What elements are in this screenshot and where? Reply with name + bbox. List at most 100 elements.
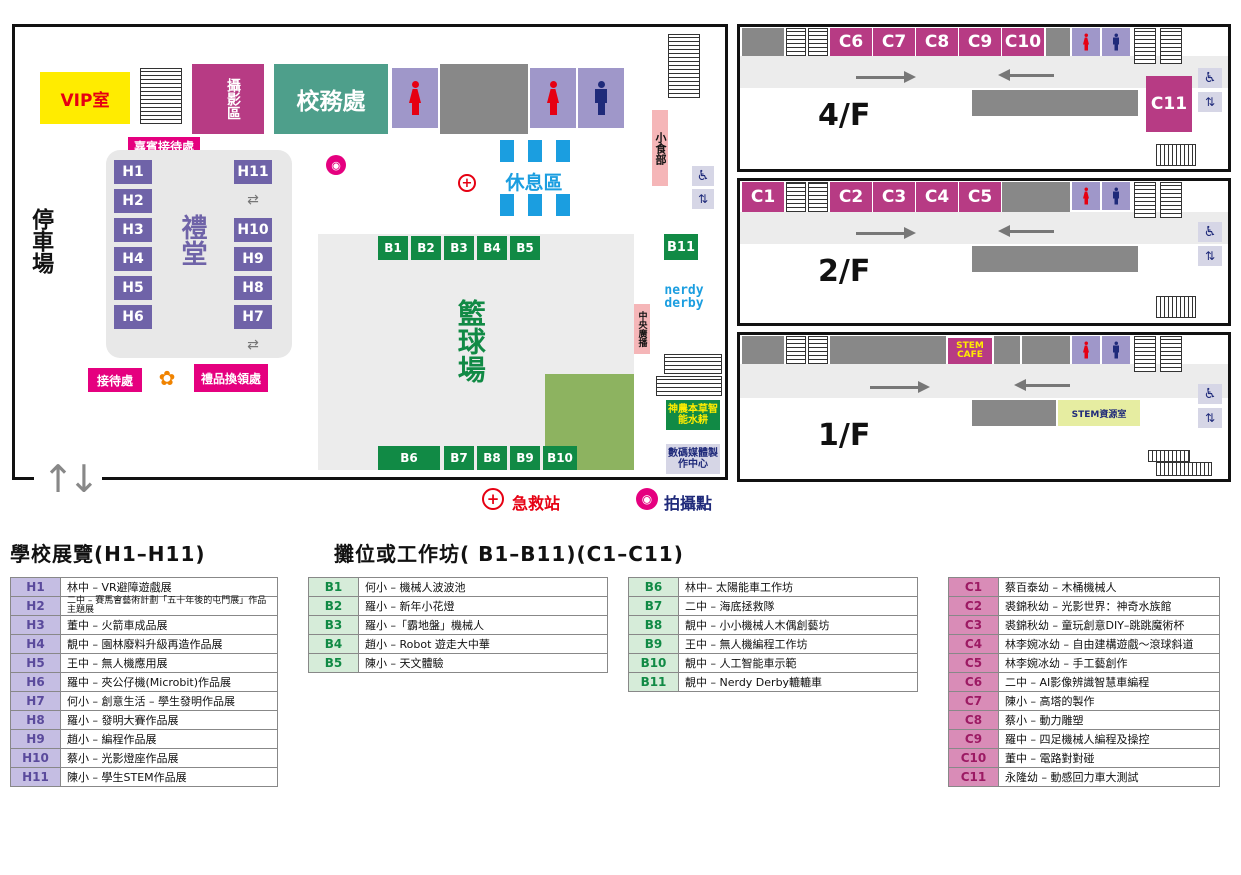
legend-code: C7	[948, 691, 999, 711]
booth-c4[interactable]: C4	[916, 182, 958, 212]
swap-arrow-icon: ⇄	[247, 337, 259, 353]
legend-code: H6	[10, 672, 61, 692]
booth-c7[interactable]: C7	[873, 28, 915, 56]
staircase	[1148, 450, 1190, 462]
elevator-icon: ⇅	[692, 189, 714, 209]
legend-code: H8	[10, 710, 61, 730]
staircase	[1156, 144, 1196, 166]
h-section-title: 學校展覽(H1–H11)	[10, 542, 206, 566]
booth-c10[interactable]: C10	[1002, 28, 1044, 56]
legend-code: B7	[628, 596, 679, 616]
legend-description: 靚中 – 人工智能車示範	[678, 653, 918, 673]
elevator-icon: ⇅	[1198, 408, 1222, 428]
legend-code: B10	[628, 653, 679, 673]
legend-description: 羅小 –「霸地盤」機械人	[358, 615, 608, 635]
swap-arrow-icon: ⇄	[247, 192, 259, 208]
legend-description: 林中 – VR避障遊戲展	[60, 577, 278, 597]
room-block	[994, 336, 1020, 364]
legend-code: H7	[10, 691, 61, 711]
rest-area-label: 休息區	[486, 168, 582, 194]
booth-h11[interactable]: H11	[234, 160, 272, 184]
legend-description: 二中 – AI影像辨識智慧車編程	[998, 672, 1220, 692]
booth-c9[interactable]: C9	[959, 28, 1001, 56]
booth-h9[interactable]: H9	[234, 247, 272, 271]
stem-resource-room[interactable]: STEM資源室	[1058, 400, 1140, 426]
legend-code: H1	[10, 577, 61, 597]
booth-b7[interactable]: B7	[444, 446, 474, 470]
booth-h7[interactable]: H7	[234, 305, 272, 329]
booth-b4[interactable]: B4	[477, 236, 507, 260]
first-aid-legend-label: 急救站	[512, 494, 561, 513]
booth-c5[interactable]: C5	[959, 182, 1001, 212]
booth-h5[interactable]: H5	[114, 276, 152, 300]
stem-cafe[interactable]: STEM CAFE	[948, 338, 992, 364]
booth-h3[interactable]: H3	[114, 218, 152, 242]
booth-h10[interactable]: H10	[234, 218, 272, 242]
legend-description: 陳小 – 天文體驗	[358, 653, 608, 673]
staircase	[1156, 296, 1196, 318]
booth-b3[interactable]: B3	[444, 236, 474, 260]
booth-b11[interactable]: B11	[664, 234, 698, 260]
camera-icon: ◉	[326, 155, 346, 175]
direction-arrow-left	[998, 225, 1054, 237]
booth-h4[interactable]: H4	[114, 247, 152, 271]
legend-code: H5	[10, 653, 61, 673]
vip-room-label: VIP室	[60, 90, 110, 111]
legend-code: H4	[10, 634, 61, 654]
snack-shop-label: 小食部	[654, 131, 667, 165]
room-block	[1022, 336, 1070, 364]
booth-c11[interactable]: C11	[1146, 76, 1192, 132]
booth-c2[interactable]: C2	[830, 182, 872, 212]
legend-description: 陳小 – 學生STEM作品展	[60, 767, 278, 787]
entrance-gap	[34, 474, 102, 488]
booth-c6[interactable]: C6	[830, 28, 872, 56]
elevator-icon: ⇅	[1198, 246, 1222, 266]
booth-b1[interactable]: B1	[378, 236, 408, 260]
staircase	[786, 336, 806, 364]
legend-description: 二中 – 海底拯救隊	[678, 596, 918, 616]
booth-b5[interactable]: B5	[510, 236, 540, 260]
staircase	[1160, 182, 1182, 218]
staircase	[808, 336, 828, 364]
direction-arrow-left	[998, 69, 1054, 81]
booth-b6[interactable]: B6	[378, 446, 440, 470]
room-block	[830, 336, 946, 364]
booth-b2[interactable]: B2	[411, 236, 441, 260]
staircase	[1134, 336, 1156, 372]
booth-h6[interactable]: H6	[114, 305, 152, 329]
legend-description: 羅中 – 四足機械人編程及操控	[998, 729, 1220, 749]
reception-desk: 接待處	[88, 368, 142, 392]
booth-c3[interactable]: C3	[873, 182, 915, 212]
booth-c1[interactable]: C1	[742, 182, 784, 212]
female-toilet	[1072, 28, 1100, 56]
photo-spot-legend-label: 拍攝點	[664, 494, 713, 513]
booth-b8[interactable]: B8	[477, 446, 507, 470]
booth-c8[interactable]: C8	[916, 28, 958, 56]
room-block	[742, 28, 784, 56]
booth-b10[interactable]: B10	[543, 446, 577, 470]
photo-area-label: 攝影區	[225, 78, 241, 120]
robot-mascot-icon: ✿	[158, 366, 176, 390]
booth-h8[interactable]: H8	[234, 276, 272, 300]
staircase	[786, 182, 806, 212]
booth-h1[interactable]: H1	[114, 160, 152, 184]
booth-b9[interactable]: B9	[510, 446, 540, 470]
booth-h2[interactable]: H2	[114, 189, 152, 213]
male-toilet	[1102, 336, 1130, 364]
